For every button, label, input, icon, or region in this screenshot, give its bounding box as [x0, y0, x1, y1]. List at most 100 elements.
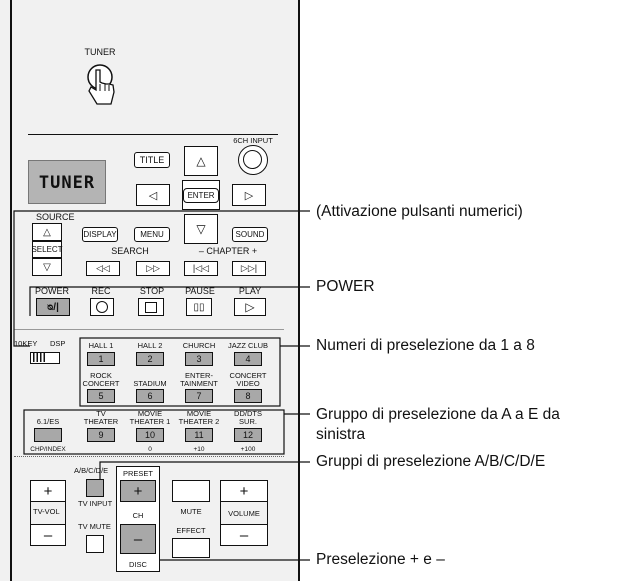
preset-name-label: STADIUM — [133, 379, 167, 388]
stop-button[interactable] — [138, 298, 164, 316]
preset-button[interactable]: 10 — [136, 428, 164, 442]
fast-forward-icon: ▷▷ — [146, 263, 160, 273]
select-button[interactable]: SELECT — [31, 241, 63, 258]
rec-button[interactable] — [90, 298, 114, 316]
preset-name-label: THEATER — [83, 417, 119, 426]
callout-power: POWER — [316, 278, 375, 295]
rewind-icon: ◁◁ — [96, 263, 110, 273]
chapter-next-button[interactable]: ▷▷| — [232, 261, 266, 276]
remote-right-edge — [298, 0, 300, 581]
sound-button[interactable]: SOUND — [232, 227, 268, 242]
lcd-display: TUNER — [28, 160, 106, 204]
up-button[interactable]: △ — [184, 146, 218, 176]
effect-label: EFFECT — [176, 526, 206, 535]
down-arrow-icon: ▽ — [196, 222, 206, 236]
effect-button[interactable] — [172, 538, 210, 558]
callout-preset-group-line1: Gruppo di preselezione da A a E da — [316, 406, 560, 423]
left-arrow-icon: ◁ — [148, 189, 158, 202]
source-down-button[interactable]: ▽ — [32, 258, 62, 276]
preset-name-label: 6.1/ES — [36, 417, 60, 426]
preset-button[interactable]: 3 — [185, 352, 213, 366]
power-icon: ᴓ/| — [47, 301, 59, 313]
callout-preset-group-line2: sinistra — [316, 426, 366, 443]
preset-name-label: HALL 1 — [88, 341, 114, 350]
preset-button[interactable]: 5 — [87, 389, 115, 403]
tv-input-label: TV INPUT — [78, 499, 113, 508]
keymode-switch[interactable] — [30, 352, 60, 364]
finger-press-icon — [87, 64, 115, 105]
right-button[interactable]: ▷ — [232, 184, 266, 206]
volume-label: VOLUME — [228, 509, 260, 518]
preset-name-label: VIDEO — [236, 379, 260, 388]
up-arrow-icon: △ — [196, 154, 206, 168]
preset-name-label: TAINMENT — [180, 379, 218, 388]
preset-name-label: ENTER- — [185, 371, 213, 380]
preset-button[interactable]: 6 — [136, 389, 164, 403]
preset-plus-button[interactable]: + — [120, 480, 156, 502]
preset-button[interactable]: 7 — [185, 389, 213, 403]
tv-vol-label: TV-VOL — [33, 507, 60, 516]
down-button[interactable]: ▽ — [184, 214, 218, 244]
preset-name-label: ROCK — [90, 371, 112, 380]
tv-mute-button[interactable] — [86, 535, 104, 553]
callout-preset-plus-minus: Preselezione + e – — [316, 551, 445, 568]
tv-vol-frame — [30, 480, 66, 546]
menu-button[interactable]: MENU — [134, 227, 170, 242]
preset-label: PRESET — [122, 469, 154, 478]
divider — [14, 329, 284, 330]
source-up-button[interactable]: △ — [32, 223, 62, 241]
preset-button[interactable]: 8 — [234, 389, 262, 403]
title-button[interactable]: TITLE — [134, 152, 170, 168]
pause-icon: ▯▯ — [193, 301, 205, 313]
preset-sub-label: +100 — [240, 446, 256, 453]
stop-label: STOP — [139, 286, 165, 296]
preset-name-label: DD/DTS — [234, 409, 262, 418]
preset-name-label: TV — [96, 409, 106, 418]
tv-mute-label: TV MUTE — [78, 522, 111, 531]
mute-button[interactable] — [172, 480, 210, 502]
pause-label: PAUSE — [185, 286, 215, 296]
enter-button[interactable]: ENTER — [182, 180, 220, 210]
remote-left-edge — [10, 0, 12, 581]
enter-label: ENTER — [183, 187, 219, 203]
preset-name-label: HALL 2 — [137, 341, 163, 350]
preset-button[interactable]: 2 — [136, 352, 164, 366]
divider — [14, 456, 284, 457]
divider — [28, 134, 278, 135]
preset-button[interactable]: 11 — [185, 428, 213, 442]
tuner-label: TUNER — [84, 47, 116, 57]
switch-label-dsp: DSP — [50, 339, 66, 348]
chapter-label: – CHAPTER + — [198, 246, 258, 256]
preset-button[interactable]: 12 — [234, 428, 262, 442]
play-button[interactable]: ▷ — [234, 298, 266, 316]
left-button[interactable]: ◁ — [136, 184, 170, 206]
play-label: PLAY — [238, 286, 262, 296]
display-button[interactable]: DISPLAY — [82, 227, 118, 242]
preset-name-label: THEATER 2 — [178, 417, 220, 426]
abcde-label: A/B/C/D/E — [74, 466, 109, 475]
abcde-button[interactable] — [86, 479, 104, 497]
search-back-button[interactable]: ◁◁ — [86, 261, 120, 276]
lcd-text: TUNER — [38, 173, 96, 193]
power-button[interactable]: ᴓ/| — [36, 298, 70, 316]
preset-button[interactable]: 1 — [87, 352, 115, 366]
callout-preset-groups: Gruppi di preselezione A/B/C/D/E — [316, 453, 546, 470]
preset-sub-label: +10 — [193, 446, 205, 453]
volume-frame — [220, 480, 268, 546]
preset-sub-label: 0 — [148, 446, 152, 453]
search-forward-button[interactable]: ▷▷ — [136, 261, 170, 276]
preset-button[interactable] — [34, 428, 62, 442]
preset-sub-label: CHP/INDEX — [30, 446, 66, 453]
record-icon — [96, 301, 108, 313]
sixch-input-button[interactable] — [238, 145, 268, 175]
skip-back-icon: |◁◁ — [192, 263, 210, 273]
chapter-prev-button[interactable]: |◁◁ — [184, 261, 218, 276]
source-label: SOURCE — [36, 212, 75, 222]
preset-minus-button[interactable]: – — [120, 524, 156, 554]
skip-forward-icon: ▷▷| — [240, 263, 258, 273]
preset-name-label: SUR. — [239, 417, 257, 426]
pause-button[interactable]: ▯▯ — [186, 298, 212, 316]
preset-button[interactable]: 9 — [87, 428, 115, 442]
preset-button[interactable]: 4 — [234, 352, 262, 366]
mute-label: MUTE — [180, 507, 202, 516]
